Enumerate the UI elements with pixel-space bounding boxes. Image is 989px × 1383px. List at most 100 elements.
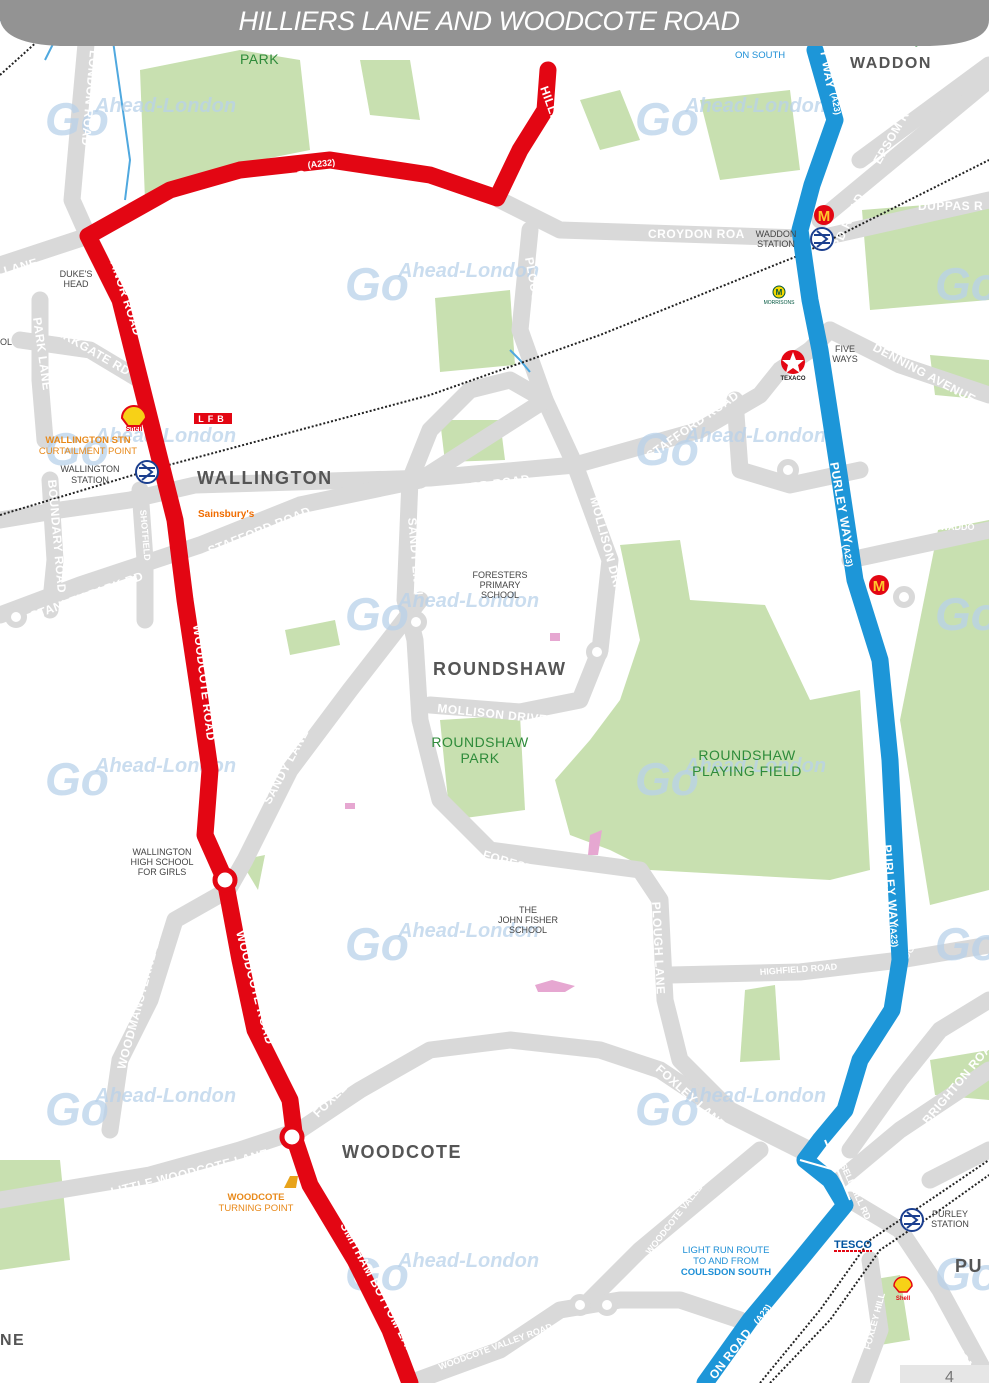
- watermark-brand: Ahead-London: [94, 425, 236, 447]
- park-label-roundshaw-park-line1: ROUNDSHAW: [431, 734, 529, 750]
- watermark-go: Go: [345, 258, 409, 310]
- shell-logo-icon: Shell: [893, 1276, 913, 1302]
- turning-line2: TURNING POINT: [219, 1203, 294, 1214]
- texaco-logo-icon: TEXACO: [780, 350, 806, 382]
- page-title: HILLIERS LANE AND WOODCOTE ROAD: [238, 6, 740, 36]
- area-labels: WADDON WALLINGTON ROUNDSHAW WOODCOTE PU …: [0, 55, 983, 1349]
- area-label-waddon: WADDON: [850, 55, 932, 72]
- poi-foresters-line3: SCHOOL: [481, 590, 519, 600]
- light-run-line3: COULSDON SOUTH: [681, 1267, 771, 1278]
- route-label-croydon-road-ref: (A232): [307, 157, 335, 170]
- poi-john-fisher-line2: JOHN FISHER: [498, 915, 559, 925]
- poi-john-fisher-line3: SCHOOL: [509, 925, 547, 935]
- watermark-go: Go: [345, 588, 409, 640]
- park-label-roundshaw-park-line2: PARK: [460, 750, 499, 766]
- svg-text:Shell: Shell: [896, 1296, 911, 1302]
- road-label-woodcote-valley-road: WOODCOTE VALLEY ROAD: [437, 1321, 554, 1372]
- poi-john-fisher-line1: THE: [519, 905, 537, 915]
- watermark-go: Go: [345, 918, 409, 970]
- watermark-go: Go: [935, 258, 989, 310]
- poi-purley-station-line2: STATION: [931, 1219, 969, 1229]
- watermark-brand: Ahead-London: [94, 95, 236, 117]
- poi-five-ways-line1: FIVE: [835, 344, 855, 354]
- poi-wallington-station-line2: STATION: [71, 475, 109, 485]
- red-route: [79, 61, 557, 1383]
- turning-point-icon: [284, 1176, 298, 1188]
- poi-wallington-high-line1: WALLINGTON: [132, 847, 191, 857]
- watermark-brand: Ahead-London: [397, 920, 539, 942]
- road-label-plough-lane: PLOUGH LANE: [649, 901, 668, 994]
- mcdonalds-logo-icon: M: [814, 205, 834, 225]
- watermark-brand: Ahead-London: [397, 260, 539, 282]
- road-label-waddo: WADDO: [940, 522, 975, 532]
- watermark-go: Go: [635, 93, 699, 145]
- area-label-roundshaw: ROUNDSHAW: [433, 659, 567, 679]
- route-label-purley-way-ref: (A23): [829, 92, 843, 116]
- national-rail-icon: [135, 460, 159, 484]
- watermark-go: Go: [45, 423, 109, 475]
- park-labels: ROUNDSHAW PARK ROUNDSHAW PLAYING FIELD: [431, 734, 801, 779]
- blue-route: [696, 41, 909, 1383]
- route-label-purley-way-ref: (A23): [841, 544, 855, 568]
- route-label-purley-way-ref: (A23): [888, 924, 900, 947]
- svg-text:M: M: [776, 288, 783, 297]
- road-label-woodcote-valley-road: WOODCOTE VALLEY ROAD: [644, 1155, 726, 1256]
- shell-logo-icon: Shell: [120, 405, 148, 433]
- area-label-wallington: WALLINGTON: [197, 468, 333, 488]
- park-label-playing-field-line1: ROUNDSHAW: [698, 747, 796, 763]
- watermark-go: Go: [635, 753, 699, 805]
- svg-text:TEXACO: TEXACO: [780, 376, 805, 382]
- svg-text:M: M: [873, 578, 886, 595]
- watermark-go: Go: [635, 1083, 699, 1135]
- road-label-shotfield: SHOTFIELD: [138, 509, 152, 561]
- sainsburys-logo: Sainsbury's: [198, 509, 255, 520]
- poi-waddon-station-line2: STATION: [757, 239, 795, 249]
- poi-wallington-high-line2: HIGH SCHOOL: [130, 857, 193, 867]
- tesco-logo: TESCO: [834, 1239, 872, 1252]
- curtailment-line1: WALLINGTON STN: [45, 435, 130, 446]
- route-notes: WALLINGTON STN CURTAILMENT POINT WOODCOT…: [39, 435, 771, 1278]
- area-label-ne: NE: [0, 1332, 25, 1349]
- national-rail-icon: [900, 1208, 924, 1232]
- watermark-go: Go: [935, 588, 989, 640]
- watermark-go: Go: [935, 1248, 989, 1300]
- poi-dukes-head-line1: DUKE'S: [60, 269, 93, 279]
- watermark-brand: Ahead-London: [397, 1250, 539, 1272]
- poi-foresters-line2: PRIMARY: [480, 580, 521, 590]
- label-park: PARK: [240, 51, 279, 67]
- svg-text:M: M: [818, 208, 831, 225]
- poi-dukes-head-line2: HEAD: [63, 279, 89, 289]
- page-number: 4: [945, 1369, 954, 1383]
- poi-ol: OL: [0, 337, 12, 347]
- poi-five-ways-line2: WAYS: [832, 354, 858, 364]
- morrisons-logo-icon: M MORRISONS: [764, 285, 796, 306]
- road-label-croydon-road: CROYDON ROA: [648, 227, 745, 241]
- label-south: ON SOUTH: [735, 50, 785, 61]
- light-run-line2: TO AND FROM: [693, 1256, 759, 1267]
- light-run-line1: LIGHT RUN ROUTE: [683, 1245, 770, 1256]
- turning-line1: WOODCOTE: [228, 1192, 285, 1203]
- watermark-brand: Ahead-London: [684, 95, 826, 117]
- poi-purley-station-line1: PURLEY: [932, 1209, 968, 1219]
- watermark-go: Go: [45, 753, 109, 805]
- watermark-go: Go: [935, 918, 989, 970]
- watermark-brand: Ahead-London: [684, 1085, 826, 1107]
- icons: M M M MORRISONS TEXACO Shell Shell LFB S: [120, 205, 924, 1302]
- watermark-brand: Ahead-London: [684, 755, 826, 777]
- curtailment-line2: CURTAILMENT POINT: [39, 446, 137, 457]
- svg-text:Shell: Shell: [126, 426, 143, 433]
- title-bar: [0, 0, 989, 48]
- lfb-logo-icon: LFB: [194, 413, 232, 424]
- road-label-sandy-ln: SANDY LN N: [405, 517, 426, 596]
- mcdonalds-logo-icon: M: [869, 575, 889, 595]
- poi-waddon-station-line1: WADDON: [756, 229, 797, 239]
- watermarks: Go Ahead-London Go Ahead-London Go Ahead…: [45, 93, 989, 1300]
- svg-text:MORRISONS: MORRISONS: [764, 300, 796, 306]
- area-label-pu: PU: [955, 1256, 983, 1276]
- watermark-brand: Ahead-London: [397, 590, 539, 612]
- poi-wallington-high-line3: FOR GIRLS: [138, 867, 187, 877]
- svg-text:TESCO: TESCO: [834, 1239, 872, 1251]
- watermark-brand: Ahead-London: [94, 1085, 236, 1107]
- page-number-tab: 4: [900, 1365, 989, 1383]
